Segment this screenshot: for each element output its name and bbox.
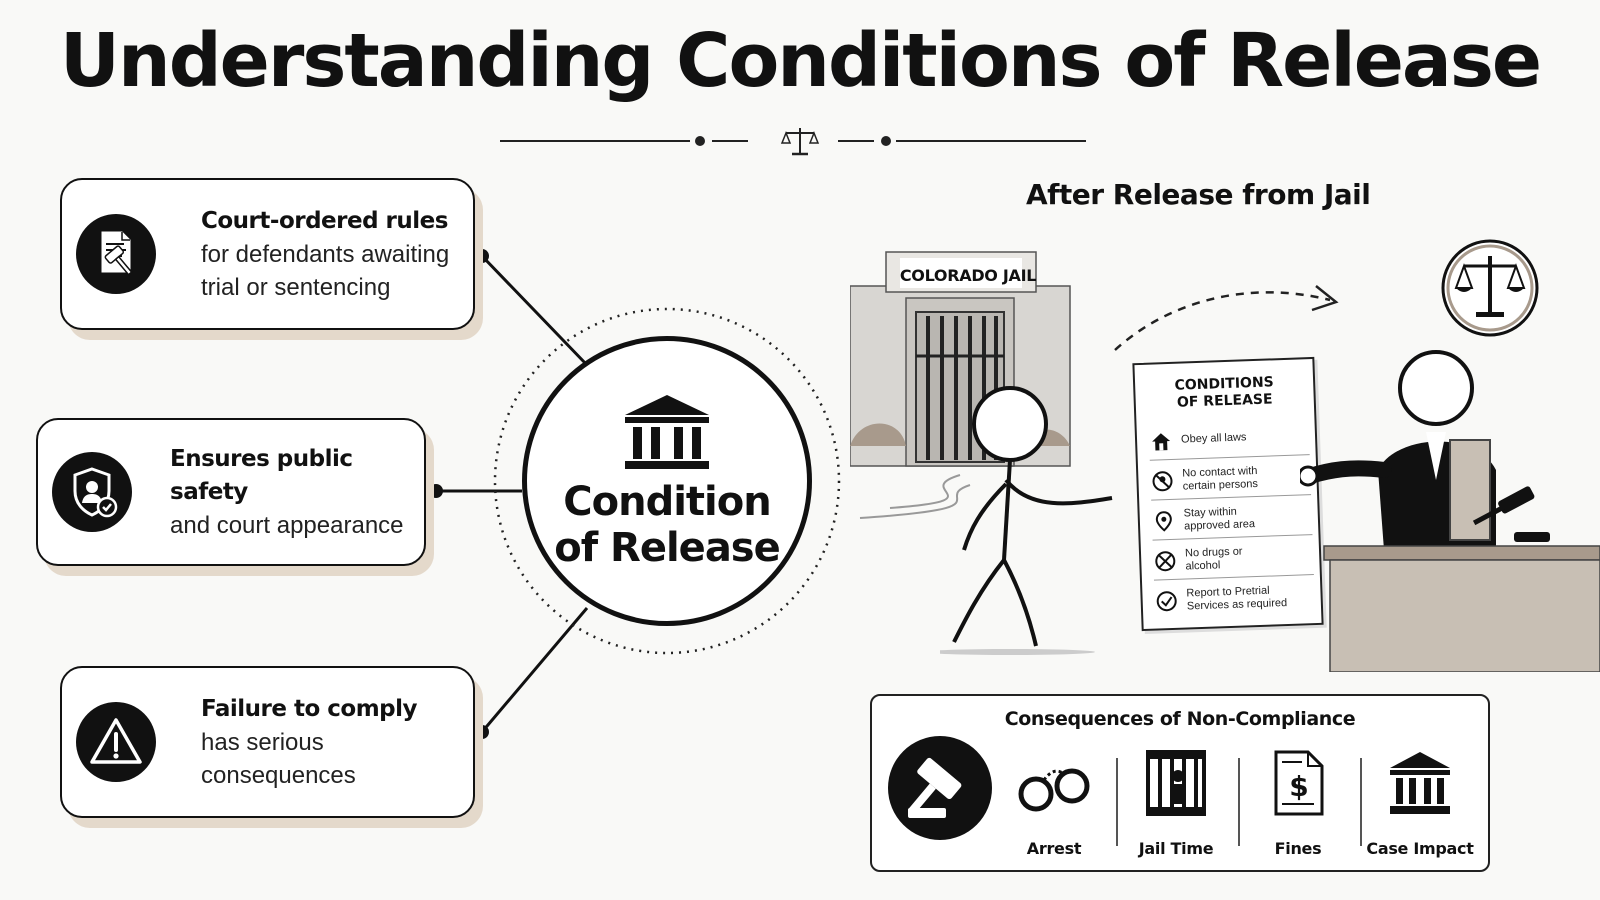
conditions-document: CONDITIONS OF RELEASE Obey all laws No c… <box>1132 356 1324 632</box>
title-divider <box>500 128 1086 156</box>
consequence-label: Case Impact <box>1366 839 1474 858</box>
document-item: Obey all laws <box>1148 417 1310 461</box>
jail-sign: COLORADO JAIL <box>899 266 1037 285</box>
consequence-label: Fines <box>1274 839 1322 858</box>
center-hub: Condition of Release <box>522 336 812 626</box>
info-card-failure: Failure to comply has serious consequenc… <box>60 666 475 818</box>
gavel-icon <box>888 736 992 840</box>
judge-figure <box>1300 350 1600 672</box>
scales-of-justice-icon <box>780 128 820 156</box>
handcuffs-icon <box>1018 768 1090 812</box>
consequence-item: Case Impact <box>1360 748 1480 868</box>
card-heading: Court-ordered rules <box>201 207 448 234</box>
info-card-safety: Ensures public safety and court appearan… <box>36 418 426 566</box>
document-item: Report to Pretrial Services as required <box>1154 577 1315 621</box>
card-heading: Failure to comply <box>201 695 418 722</box>
document-item: No contact with certain persons <box>1149 457 1312 501</box>
courthouse-icon <box>1390 752 1450 814</box>
card-body: for defendants awaiting trial or sentenc… <box>201 240 450 301</box>
consequence-item: $ Fines <box>1238 748 1358 868</box>
consequences-title: Consequences of Non-Compliance <box>1004 708 1356 730</box>
jail-bars-icon <box>1146 750 1206 816</box>
consequence-label: Arrest <box>1026 839 1082 858</box>
card-heading: Ensures public safety <box>170 445 353 505</box>
center-label: Condition of Release <box>554 479 781 571</box>
consequence-label: Jail Time <box>1138 839 1214 858</box>
no-contact-icon <box>1150 468 1175 493</box>
checkmark-icon <box>1154 589 1179 614</box>
consequences-panel: Consequences of Non-Compliance Arrest <box>870 694 1490 872</box>
shield-person-check-icon <box>52 452 132 532</box>
card-body: has serious consequences <box>201 728 356 789</box>
consequence-item: Jail Time <box>1116 748 1236 868</box>
document-item: Stay within approved area <box>1151 497 1313 541</box>
scales-medallion-icon <box>1441 239 1539 337</box>
courthouse-icon <box>625 395 709 469</box>
released-person-figure <box>940 386 1113 655</box>
scene-path-arrow <box>859 285 1339 519</box>
no-drugs-icon <box>1153 548 1178 573</box>
scene-title: After Release from Jail <box>1026 178 1371 211</box>
page-title: Understanding Conditions of Release <box>59 18 1542 104</box>
document-item: No drugs or alcohol <box>1152 537 1314 581</box>
svg-text:$: $ <box>1289 770 1308 803</box>
consequence-item: Arrest <box>994 748 1114 868</box>
location-pin-icon <box>1151 508 1176 533</box>
warning-icon <box>76 702 156 782</box>
house-icon <box>1149 428 1174 453</box>
info-card-rules: Court-ordered rules for defendants await… <box>60 178 475 330</box>
dollar-document-icon: $ <box>1274 750 1324 816</box>
document-title: CONDITIONS OF RELEASE <box>1174 374 1275 411</box>
card-body: and court appearance <box>170 511 404 539</box>
document-gavel-icon <box>76 214 156 294</box>
